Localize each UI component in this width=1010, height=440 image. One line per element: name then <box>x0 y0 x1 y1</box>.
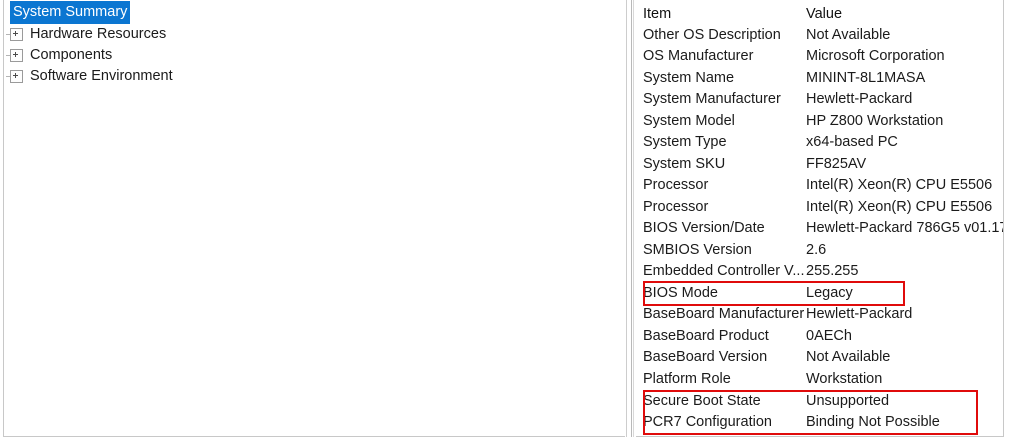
tree-item-system-summary[interactable]: System Summary <box>10 0 131 24</box>
table-row[interactable]: BaseBoard Manufacturer Hewlett-Packard <box>636 304 1003 325</box>
details-header-row[interactable]: Item Value <box>636 4 1003 25</box>
navigation-tree-panel[interactable]: System Summary Hardware Resources Compon… <box>3 0 625 437</box>
row-value: Hewlett-Packard 786G5 v01.17, 8/ <box>806 220 1003 236</box>
tree-item-label: System Summary <box>10 0 131 24</box>
row-value: Intel(R) Xeon(R) CPU E5506 <box>806 177 993 193</box>
splitter-line <box>631 0 632 437</box>
table-row-secure-boot-state[interactable]: Secure Boot State Unsupported <box>636 391 1003 412</box>
tree-item-label: Software Environment <box>30 68 173 84</box>
table-row[interactable]: SMBIOS Version 2.6 <box>636 240 1003 261</box>
table-row[interactable]: System Manufacturer Hewlett-Packard <box>636 89 1003 110</box>
table-row[interactable]: OS Manufacturer Microsoft Corporation <box>636 46 1003 67</box>
row-value: Intel(R) Xeon(R) CPU E5506 <box>806 199 993 215</box>
row-value: MININT-8L1MASA <box>806 70 926 86</box>
row-value: Hewlett-Packard <box>806 91 913 107</box>
column-header-item[interactable]: Item <box>643 6 672 22</box>
expand-plus-icon[interactable] <box>6 69 23 83</box>
row-item: BaseBoard Product <box>643 328 769 344</box>
row-value: Binding Not Possible <box>806 414 940 430</box>
splitter-line <box>633 0 634 437</box>
tree-item-components[interactable]: Components <box>6 45 113 65</box>
table-row[interactable]: BaseBoard Version Not Available <box>636 347 1003 368</box>
table-row[interactable]: System SKU FF825AV <box>636 154 1003 175</box>
row-item: System SKU <box>643 156 726 172</box>
table-row[interactable]: BIOS Version/Date Hewlett-Packard 786G5 … <box>636 218 1003 239</box>
expand-plus-icon[interactable] <box>6 27 23 41</box>
table-row[interactable]: Embedded Controller V... 255.255 <box>636 261 1003 282</box>
row-value: Microsoft Corporation <box>806 48 945 64</box>
row-value: 255.255 <box>806 263 859 279</box>
row-value: 2.6 <box>806 242 827 258</box>
table-row-pcr7-configuration[interactable]: PCR7 Configuration Binding Not Possible <box>636 412 1003 433</box>
row-value: FF825AV <box>806 156 867 172</box>
table-row[interactable]: BaseBoard Product 0AECh <box>636 326 1003 347</box>
table-row[interactable]: System Type x64-based PC <box>636 132 1003 153</box>
row-value: Legacy <box>806 285 853 301</box>
tree-item-software-environment[interactable]: Software Environment <box>6 66 173 86</box>
row-item: BIOS Mode <box>643 285 718 301</box>
panel-splitter[interactable] <box>626 0 635 437</box>
row-item: BaseBoard Manufacturer <box>643 306 805 322</box>
tree-item-label: Hardware Resources <box>30 26 167 42</box>
details-list-panel[interactable]: Item Value Other OS Description Not Avai… <box>636 0 1004 437</box>
row-value: Not Available <box>806 27 891 43</box>
table-row[interactable]: Processor Intel(R) Xeon(R) CPU E5506 <box>636 175 1003 196</box>
splitter-line <box>626 0 627 437</box>
row-item: Other OS Description <box>643 27 781 43</box>
row-item: Platform Role <box>643 371 731 387</box>
column-header-value[interactable]: Value <box>806 6 843 22</box>
table-row[interactable]: System Name MININT-8L1MASA <box>636 68 1003 89</box>
row-item: System Type <box>643 134 727 150</box>
row-item: System Manufacturer <box>643 91 781 107</box>
table-row[interactable]: System Model HP Z800 Workstation <box>636 111 1003 132</box>
row-item: Processor <box>643 177 709 193</box>
row-item: BIOS Version/Date <box>643 220 765 236</box>
table-row-bios-mode[interactable]: BIOS Mode Legacy <box>636 283 1003 304</box>
table-row[interactable]: Processor Intel(R) Xeon(R) CPU E5506 <box>636 197 1003 218</box>
row-item: Embedded Controller V... <box>643 263 805 279</box>
row-value: x64-based PC <box>806 134 898 150</box>
row-item: PCR7 Configuration <box>643 414 772 430</box>
row-value: Hewlett-Packard <box>806 306 913 322</box>
row-item: SMBIOS Version <box>643 242 752 258</box>
expand-plus-icon[interactable] <box>6 48 23 62</box>
row-item: System Name <box>643 70 735 86</box>
row-value: HP Z800 Workstation <box>806 113 944 129</box>
tree-item-hardware-resources[interactable]: Hardware Resources <box>6 24 167 44</box>
row-value: Not Available <box>806 349 891 365</box>
tree-item-label: Components <box>30 47 113 63</box>
row-item: Processor <box>643 199 709 215</box>
row-item: System Model <box>643 113 735 129</box>
row-value: Unsupported <box>806 393 890 409</box>
row-item: Secure Boot State <box>643 393 761 409</box>
table-row[interactable]: Platform Role Workstation <box>636 369 1003 390</box>
row-value: Workstation <box>806 371 883 387</box>
table-row[interactable]: Other OS Description Not Available <box>636 25 1003 46</box>
row-item: BaseBoard Version <box>643 349 768 365</box>
row-value: 0AECh <box>806 328 852 344</box>
row-item: OS Manufacturer <box>643 48 754 64</box>
